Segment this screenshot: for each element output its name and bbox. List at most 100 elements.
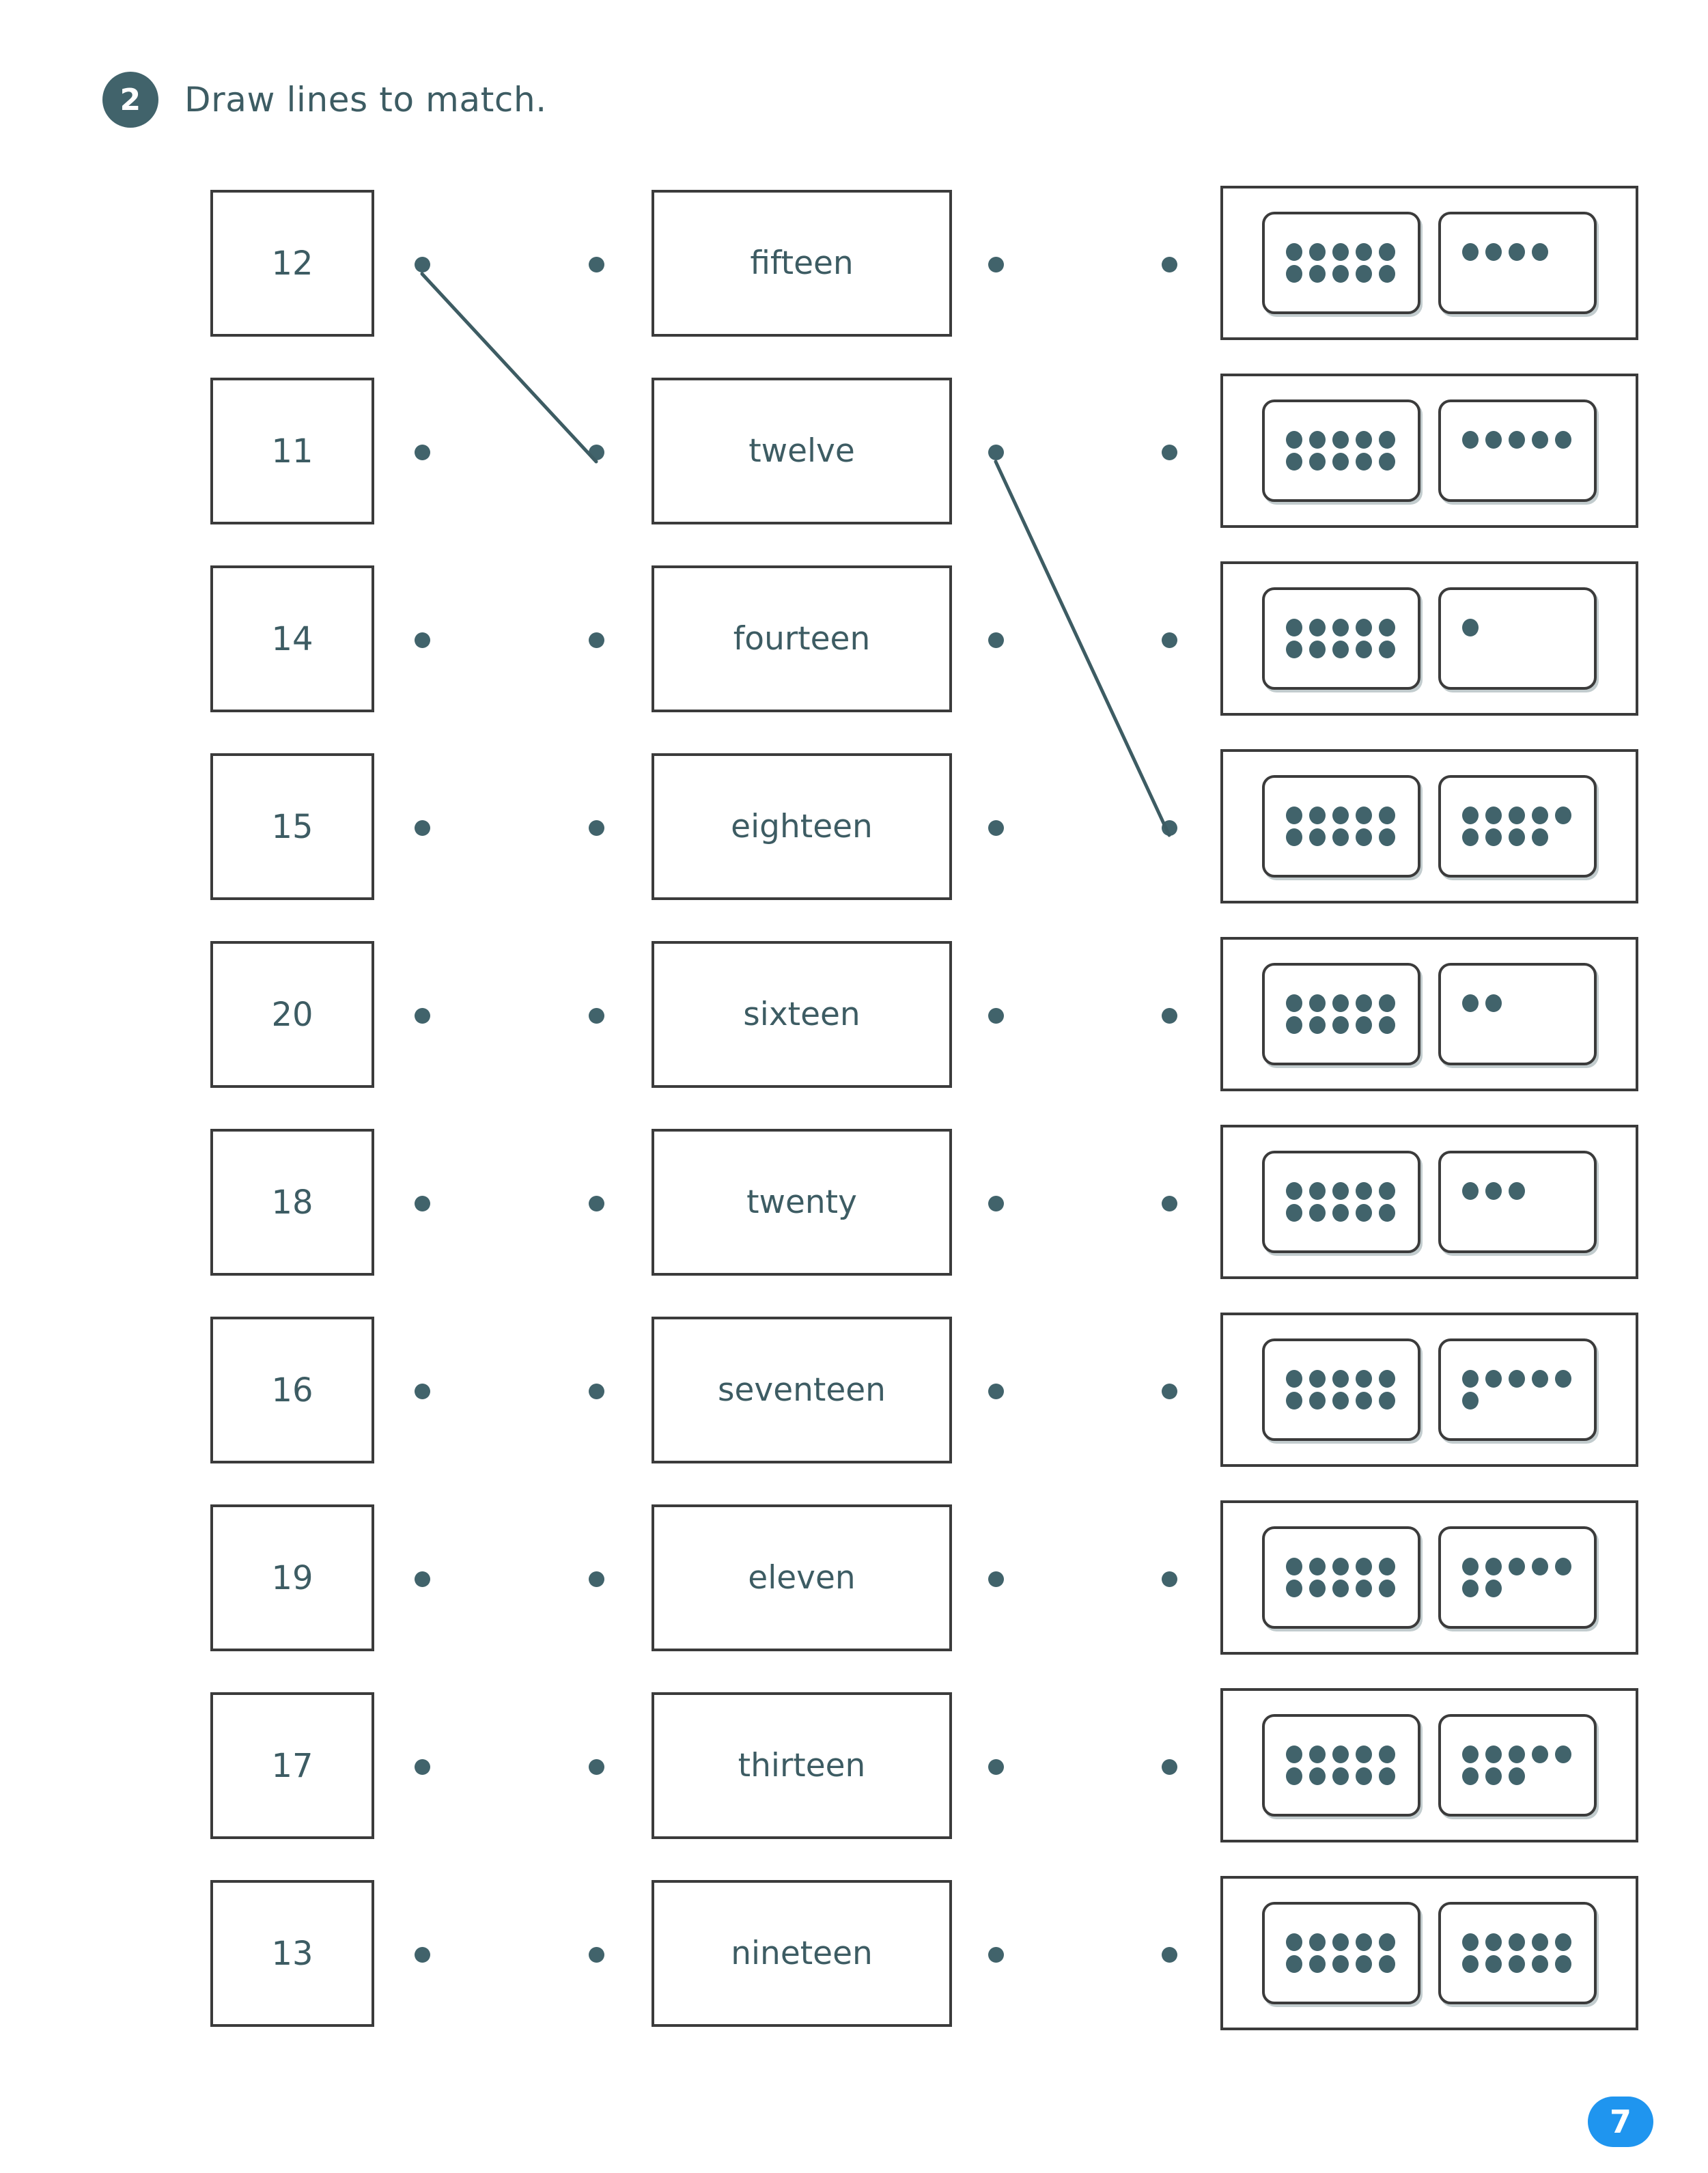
ten-frame-left: [1262, 399, 1420, 502]
dot-pip: [1309, 1182, 1326, 1200]
dot-pip: [1332, 1580, 1349, 1597]
card-connector-dot[interactable]: [1162, 1384, 1177, 1399]
number-box[interactable]: 15: [210, 753, 374, 900]
word-left-connector-dot[interactable]: [589, 1571, 604, 1587]
dot-pip: [1532, 1955, 1548, 1973]
word-box[interactable]: twelve: [652, 378, 952, 524]
dot-pip: [1462, 1182, 1479, 1200]
word-box[interactable]: eighteen: [652, 753, 952, 900]
dot-pip: [1286, 828, 1302, 846]
dot-pip: [1509, 1933, 1525, 1951]
word-box[interactable]: eleven: [652, 1504, 952, 1651]
number-box[interactable]: 20: [210, 941, 374, 1088]
number-connector-dot[interactable]: [415, 257, 430, 272]
ten-frame-card-panel[interactable]: [1220, 186, 1638, 340]
match-row: 12 fifteen: [0, 186, 1708, 374]
dot-pip: [1485, 1746, 1502, 1763]
word-left-connector-dot[interactable]: [589, 1947, 604, 1963]
word-right-connector-dot[interactable]: [988, 1759, 1004, 1775]
ten-frame-card-panel[interactable]: [1220, 749, 1638, 903]
word-right-connector-dot[interactable]: [988, 257, 1004, 272]
dot-pip: [1332, 1016, 1349, 1034]
card-connector-dot[interactable]: [1162, 257, 1177, 272]
word-box[interactable]: nineteen: [652, 1880, 952, 2027]
word-right-connector-dot[interactable]: [988, 632, 1004, 648]
ten-frame-card-panel[interactable]: [1220, 1688, 1638, 1842]
empty-cell: [1555, 1767, 1571, 1785]
word-right-connector-dot[interactable]: [988, 1008, 1004, 1024]
word-box[interactable]: fifteen: [652, 190, 952, 337]
ten-frame-grid: [1462, 994, 1573, 1034]
number-box[interactable]: 17: [210, 1692, 374, 1839]
dot-pip: [1379, 1580, 1395, 1597]
number-connector-dot[interactable]: [415, 1008, 430, 1024]
number-box[interactable]: 13: [210, 1880, 374, 2027]
ten-frame-card-panel[interactable]: [1220, 1125, 1638, 1279]
number-box[interactable]: 18: [210, 1129, 374, 1276]
ten-frame-card-panel[interactable]: [1220, 1876, 1638, 2030]
number-connector-dot[interactable]: [415, 632, 430, 648]
number-connector-dot[interactable]: [415, 1196, 430, 1211]
dot-pip: [1379, 641, 1395, 658]
word-box[interactable]: twenty: [652, 1129, 952, 1276]
dot-pip: [1485, 1767, 1502, 1785]
empty-cell: [1532, 1182, 1548, 1200]
card-connector-dot[interactable]: [1162, 1196, 1177, 1211]
word-left-connector-dot[interactable]: [589, 1759, 604, 1775]
word-box[interactable]: sixteen: [652, 941, 952, 1088]
number-connector-dot[interactable]: [415, 820, 430, 836]
word-right-connector-dot[interactable]: [988, 1384, 1004, 1399]
dot-pip: [1286, 1955, 1302, 1973]
word-left-connector-dot[interactable]: [589, 445, 604, 460]
ten-frame-card-panel[interactable]: [1220, 374, 1638, 528]
dot-pip: [1532, 1558, 1548, 1575]
number-box[interactable]: 14: [210, 565, 374, 712]
number-connector-dot[interactable]: [415, 445, 430, 460]
ten-frame-card-panel[interactable]: [1220, 1500, 1638, 1655]
dot-pip: [1462, 431, 1479, 449]
word-left-connector-dot[interactable]: [589, 1196, 604, 1211]
card-connector-dot[interactable]: [1162, 1571, 1177, 1587]
ten-frame-card-panel[interactable]: [1220, 561, 1638, 716]
word-right-connector-dot[interactable]: [988, 1947, 1004, 1963]
number-connector-dot[interactable]: [415, 1571, 430, 1587]
empty-cell: [1485, 265, 1502, 283]
word-box[interactable]: fourteen: [652, 565, 952, 712]
dot-pip: [1309, 1558, 1326, 1575]
number-connector-dot[interactable]: [415, 1759, 430, 1775]
word-left-connector-dot[interactable]: [589, 1384, 604, 1399]
empty-cell: [1509, 1580, 1525, 1597]
number-box[interactable]: 11: [210, 378, 374, 524]
word-box[interactable]: seventeen: [652, 1317, 952, 1463]
number-box[interactable]: 19: [210, 1504, 374, 1651]
card-connector-dot[interactable]: [1162, 445, 1177, 460]
ten-frame-card-panel[interactable]: [1220, 937, 1638, 1091]
dot-pip: [1555, 1933, 1571, 1951]
word-box[interactable]: thirteen: [652, 1692, 952, 1839]
dot-pip: [1379, 1558, 1395, 1575]
empty-cell: [1485, 1204, 1502, 1222]
word-right-connector-dot[interactable]: [988, 445, 1004, 460]
word-left-connector-dot[interactable]: [589, 820, 604, 836]
dot-pip: [1462, 1558, 1479, 1575]
match-row: 14 fourteen: [0, 561, 1708, 749]
card-connector-dot[interactable]: [1162, 632, 1177, 648]
number-box[interactable]: 16: [210, 1317, 374, 1463]
card-connector-dot[interactable]: [1162, 1947, 1177, 1963]
dot-pip: [1356, 1580, 1372, 1597]
empty-cell: [1462, 265, 1479, 283]
dot-pip: [1332, 641, 1349, 658]
card-connector-dot[interactable]: [1162, 1008, 1177, 1024]
card-connector-dot[interactable]: [1162, 820, 1177, 836]
word-left-connector-dot[interactable]: [589, 1008, 604, 1024]
word-left-connector-dot[interactable]: [589, 632, 604, 648]
ten-frame-card-panel[interactable]: [1220, 1313, 1638, 1467]
word-right-connector-dot[interactable]: [988, 1196, 1004, 1211]
number-box[interactable]: 12: [210, 190, 374, 337]
word-left-connector-dot[interactable]: [589, 257, 604, 272]
word-right-connector-dot[interactable]: [988, 1571, 1004, 1587]
card-connector-dot[interactable]: [1162, 1759, 1177, 1775]
word-right-connector-dot[interactable]: [988, 820, 1004, 836]
number-connector-dot[interactable]: [415, 1384, 430, 1399]
number-connector-dot[interactable]: [415, 1947, 430, 1963]
